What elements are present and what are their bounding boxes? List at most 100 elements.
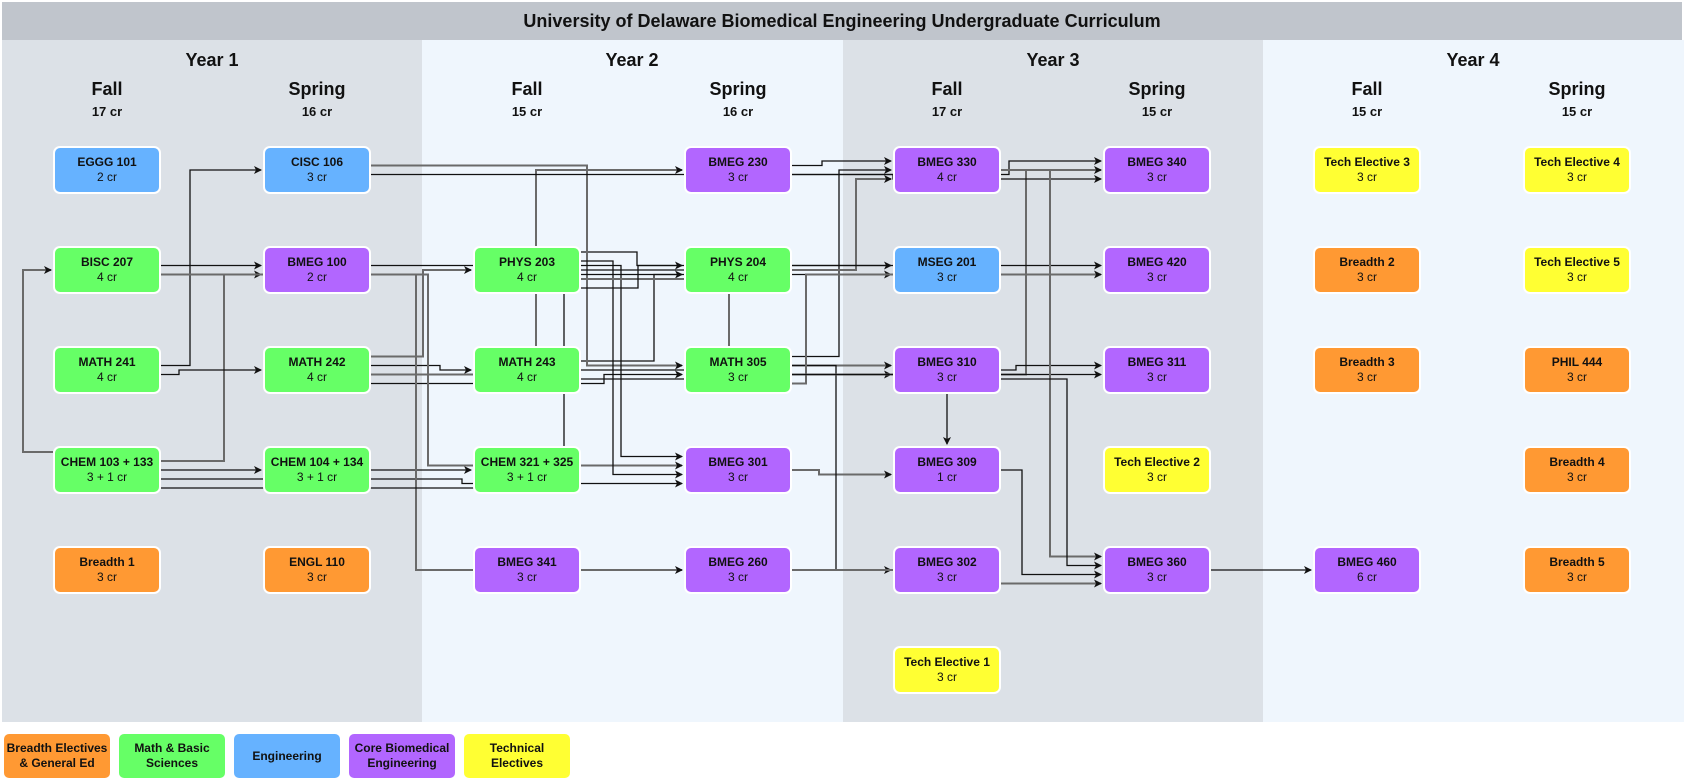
- year-4-label: Year 4: [1446, 50, 1500, 70]
- course-credits: 3 cr: [1356, 170, 1377, 184]
- prerequisite-arrow: [792, 166, 892, 358]
- course-credits: 3 cr: [1566, 270, 1587, 284]
- prerequisite-arrow: [1001, 361, 1102, 371]
- course-code: PHYS 203: [498, 255, 556, 269]
- prerequisite-arrow: [161, 478, 683, 488]
- prerequisite-arrow: [792, 364, 892, 574]
- prerequisite-arrow: [22, 266, 53, 453]
- course-credits: 4 cr: [516, 370, 537, 384]
- course-code: BMEG 100: [287, 255, 347, 269]
- legend-item-core-bme: Core Biomedical Engineering: [347, 732, 457, 780]
- prerequisite-arrow: [161, 270, 262, 462]
- prerequisite-arrow: [581, 261, 1102, 289]
- course-code: CISC 106: [290, 155, 344, 169]
- course-credits: 3 cr: [936, 570, 957, 584]
- legend-item-math-science: Math & Basic Sciences: [117, 732, 227, 780]
- course-code: Breadth 1: [79, 555, 135, 569]
- course-credits: 3 cr: [1146, 270, 1167, 284]
- prerequisite-arrow: [581, 251, 683, 270]
- semester-name: Fall: [91, 79, 123, 99]
- semester-credits: 15 cr: [1141, 104, 1173, 119]
- prerequisite-arrow: [371, 266, 472, 358]
- course-code: Tech Elective 5: [1534, 255, 1620, 269]
- course-code: Tech Elective 1: [904, 655, 990, 669]
- semester-credits: 15 cr: [1351, 104, 1383, 119]
- course-credits: 3 cr: [1356, 270, 1377, 284]
- semester-name: Spring: [1128, 79, 1186, 99]
- course-code: BMEG 301: [708, 455, 768, 469]
- course-credits: 3 cr: [306, 170, 327, 184]
- course-code: BMEG 260: [708, 555, 768, 569]
- course-code: BMEG 340: [1127, 155, 1187, 169]
- course-code: MATH 305: [709, 355, 767, 369]
- prerequisite-arrow: [161, 166, 262, 367]
- course-credits: 4 cr: [727, 270, 748, 284]
- semester-credits: 15 cr: [511, 104, 543, 119]
- course-code: Breadth 5: [1549, 555, 1605, 569]
- course-code: ENGL 110: [289, 555, 345, 569]
- prerequisite-arrow: [1001, 169, 1102, 561]
- course-code: Breadth 2: [1339, 255, 1395, 269]
- course-code: BMEG 311: [1127, 355, 1187, 369]
- course-code: Tech Elective 4: [1534, 155, 1620, 169]
- course-code: BMEG 309: [917, 455, 977, 469]
- course-credits: 3 cr: [1566, 170, 1587, 184]
- course-credits: 3 cr: [1146, 470, 1167, 484]
- course-credits: 3 cr: [1146, 570, 1167, 584]
- course-credits: 3 cr: [936, 270, 957, 284]
- course-credits: 2 cr: [306, 270, 327, 284]
- course-credits: 3 cr: [1146, 170, 1167, 184]
- course-credits: 6 cr: [1356, 570, 1377, 584]
- course-code: MATH 242: [288, 355, 346, 369]
- prerequisite-arrow: [581, 260, 683, 479]
- prerequisite-arrow: [161, 366, 262, 376]
- semester-name: Spring: [1548, 79, 1606, 99]
- course-code: PHYS 204: [709, 255, 767, 269]
- semester-name: Fall: [511, 79, 543, 99]
- legend-item-engineering: Engineering: [232, 732, 342, 780]
- semester-credits: 16 cr: [722, 104, 754, 119]
- course-code: MATH 241: [78, 355, 136, 369]
- prerequisite-arrow: [1001, 469, 1102, 579]
